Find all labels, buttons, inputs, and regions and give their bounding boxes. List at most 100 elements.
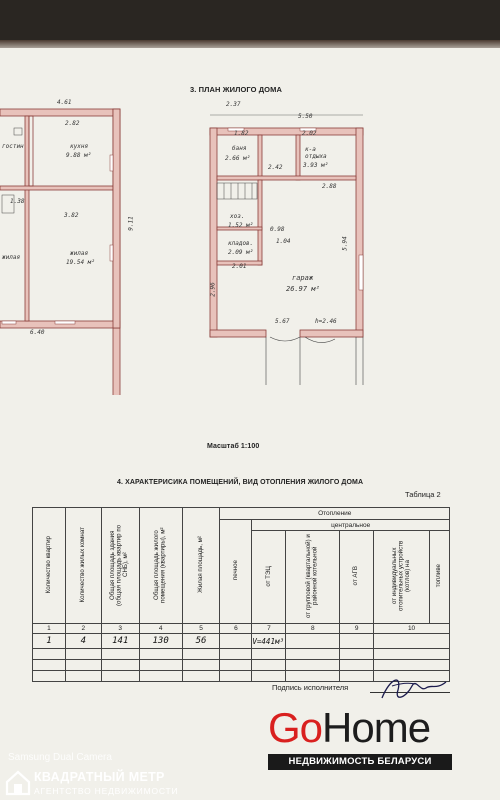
left-fixture bbox=[13, 127, 23, 136]
left-room-1: гостин bbox=[2, 143, 24, 150]
left-window-3 bbox=[54, 320, 76, 325]
left-wall-mid-v bbox=[24, 115, 30, 322]
left-dim-right: 9.11 bbox=[127, 216, 135, 231]
col-number: 8 bbox=[285, 623, 341, 634]
section4-title: 4. ХАРАКТЕРИСИКА ПОМЕЩЕНИЙ, ВИД ОТОПЛЕНИ… bbox=[117, 479, 364, 486]
left-wall-lower-fill bbox=[112, 108, 121, 329]
right-wall-right bbox=[355, 127, 364, 338]
right-dim-top: 5.50 bbox=[298, 113, 313, 120]
cell-total-building-area: 141 bbox=[100, 633, 140, 649]
right-wall-bath bbox=[257, 134, 263, 181]
cell-tec: V=441м³ bbox=[251, 633, 287, 649]
cell-individual bbox=[373, 633, 450, 649]
col-number: 1 bbox=[32, 623, 66, 634]
right-wall-bottom-right bbox=[299, 329, 364, 338]
left-window-2 bbox=[109, 244, 114, 262]
cell-stove bbox=[219, 633, 253, 649]
right-wall-rest bbox=[295, 134, 301, 181]
left-dim-top: 4.61 bbox=[57, 99, 72, 106]
header-total-building-area: Общая площадь здания (общая площадь квар… bbox=[100, 507, 140, 624]
right-room-rest-area: 3.93 м² bbox=[303, 162, 329, 169]
left-room-living-area: 19.54 м² bbox=[66, 259, 95, 266]
table-row: 1 4 141 130 56 V=441м³ bbox=[32, 633, 450, 649]
plan-left bbox=[0, 108, 121, 395]
col-number: 10 bbox=[373, 623, 450, 634]
left-window-4 bbox=[1, 320, 17, 325]
right-staircase bbox=[216, 182, 258, 200]
right-dim-side-left: 2.96 bbox=[209, 282, 217, 297]
col-number: 9 bbox=[339, 623, 375, 634]
right-wall-h2 bbox=[216, 226, 263, 231]
left-wall-top bbox=[0, 108, 121, 117]
scale-label: Масштаб 1:100 bbox=[207, 443, 260, 450]
gohome-home: Home bbox=[322, 704, 431, 751]
right-wall-left bbox=[209, 127, 218, 338]
right-room-rest: к-а отдыха bbox=[305, 146, 327, 160]
right-room-garage-area: 26.97 м² bbox=[286, 285, 320, 293]
floor-plans bbox=[0, 108, 364, 395]
right-room-storage: кладов. bbox=[228, 240, 254, 247]
right-room-bath: баня bbox=[232, 145, 247, 152]
cell-boiler-house bbox=[285, 633, 341, 649]
right-dim-small: 2.01 bbox=[232, 263, 247, 270]
left-dim-room3: 1.38 bbox=[10, 198, 25, 205]
right-dim-vest: 2.42 bbox=[268, 164, 283, 171]
col-number: 5 bbox=[181, 623, 221, 634]
gohome-logo: GoHome bbox=[268, 704, 431, 751]
agency-subtitle: АГЕНТСТВО НЕДВИЖИМОСТИ bbox=[34, 786, 179, 796]
cell-living-rooms: 4 bbox=[64, 633, 102, 649]
right-dim-mid2: 1.04 bbox=[276, 238, 291, 245]
header-stove: печное bbox=[219, 519, 253, 624]
header-total-apartment-area: Общая площадь жилого помещения (квартиры… bbox=[138, 507, 183, 624]
agency-house-icon bbox=[5, 770, 31, 796]
right-wall-h3 bbox=[216, 260, 263, 266]
right-wall-bottom-left bbox=[209, 329, 267, 338]
header-heating: Отопление bbox=[219, 507, 450, 520]
col-number: 3 bbox=[100, 623, 140, 634]
signature-scribble bbox=[381, 679, 447, 699]
plan-right bbox=[209, 127, 364, 338]
cell-total-apartment-area: 130 bbox=[138, 633, 183, 649]
rooms-table: Количество квартир Количество жилых комн… bbox=[32, 507, 451, 682]
table-caption: Таблица 2 bbox=[405, 490, 441, 499]
right-dim-bottom: 5.67 bbox=[275, 318, 290, 325]
left-room-2: жилая bbox=[2, 254, 21, 261]
left-room-kitchen: кухня bbox=[70, 143, 89, 150]
table-row-empty bbox=[32, 659, 450, 671]
right-window-top-2 bbox=[299, 127, 317, 132]
left-room-living: жилая bbox=[70, 250, 89, 257]
left-wall-kitchen bbox=[28, 115, 34, 187]
header-living-area: Жилая площадь, м² bbox=[181, 507, 221, 624]
left-dim-bottom: 6.40 bbox=[30, 329, 45, 336]
right-wall-stair bbox=[257, 179, 263, 266]
signature-line bbox=[370, 692, 450, 693]
right-garage-door bbox=[265, 336, 364, 385]
right-room-utility: хоз. bbox=[230, 213, 245, 220]
right-dim-mid: 2.88 bbox=[322, 183, 337, 190]
cell-agv bbox=[339, 633, 375, 649]
left-dim-room1: 2.82 bbox=[65, 120, 80, 127]
header-individual: от индивидуальных отопительных устройств… bbox=[373, 530, 430, 624]
gohome-tagline: НЕДВИЖИМОСТЬ БЕЛАРУСИ bbox=[268, 754, 452, 770]
left-room-kitchen-area: 9.88 м² bbox=[66, 152, 92, 159]
right-window-top-1 bbox=[227, 127, 245, 132]
left-wall-mid-h bbox=[0, 185, 114, 191]
right-dim-top-right: 2.02 bbox=[302, 130, 317, 137]
left-stair bbox=[1, 194, 15, 214]
cell-apartments: 1 bbox=[32, 633, 66, 649]
left-dim-room2: 3.82 bbox=[64, 212, 79, 219]
cell-living-area: 56 bbox=[181, 633, 221, 649]
table-row-empty bbox=[32, 670, 450, 682]
header-apartments: Количество квартир bbox=[32, 507, 66, 624]
left-window-1 bbox=[109, 154, 114, 172]
header-tec: от ТЭЦ bbox=[251, 530, 287, 624]
header-boiler-house: от групповой (квартальной) и районной ко… bbox=[285, 530, 341, 624]
header-fuel: топливе bbox=[428, 530, 451, 624]
signature-label: Подпись исполнителя bbox=[272, 683, 349, 692]
col-number: 7 bbox=[251, 623, 287, 634]
header-agv: от АГВ bbox=[339, 530, 375, 624]
header-living-rooms: Количество жилых комнат bbox=[64, 507, 102, 624]
right-room-bath-area: 2.66 м² bbox=[225, 155, 251, 162]
col-number: 2 bbox=[64, 623, 102, 634]
right-wall-h1 bbox=[216, 175, 357, 181]
